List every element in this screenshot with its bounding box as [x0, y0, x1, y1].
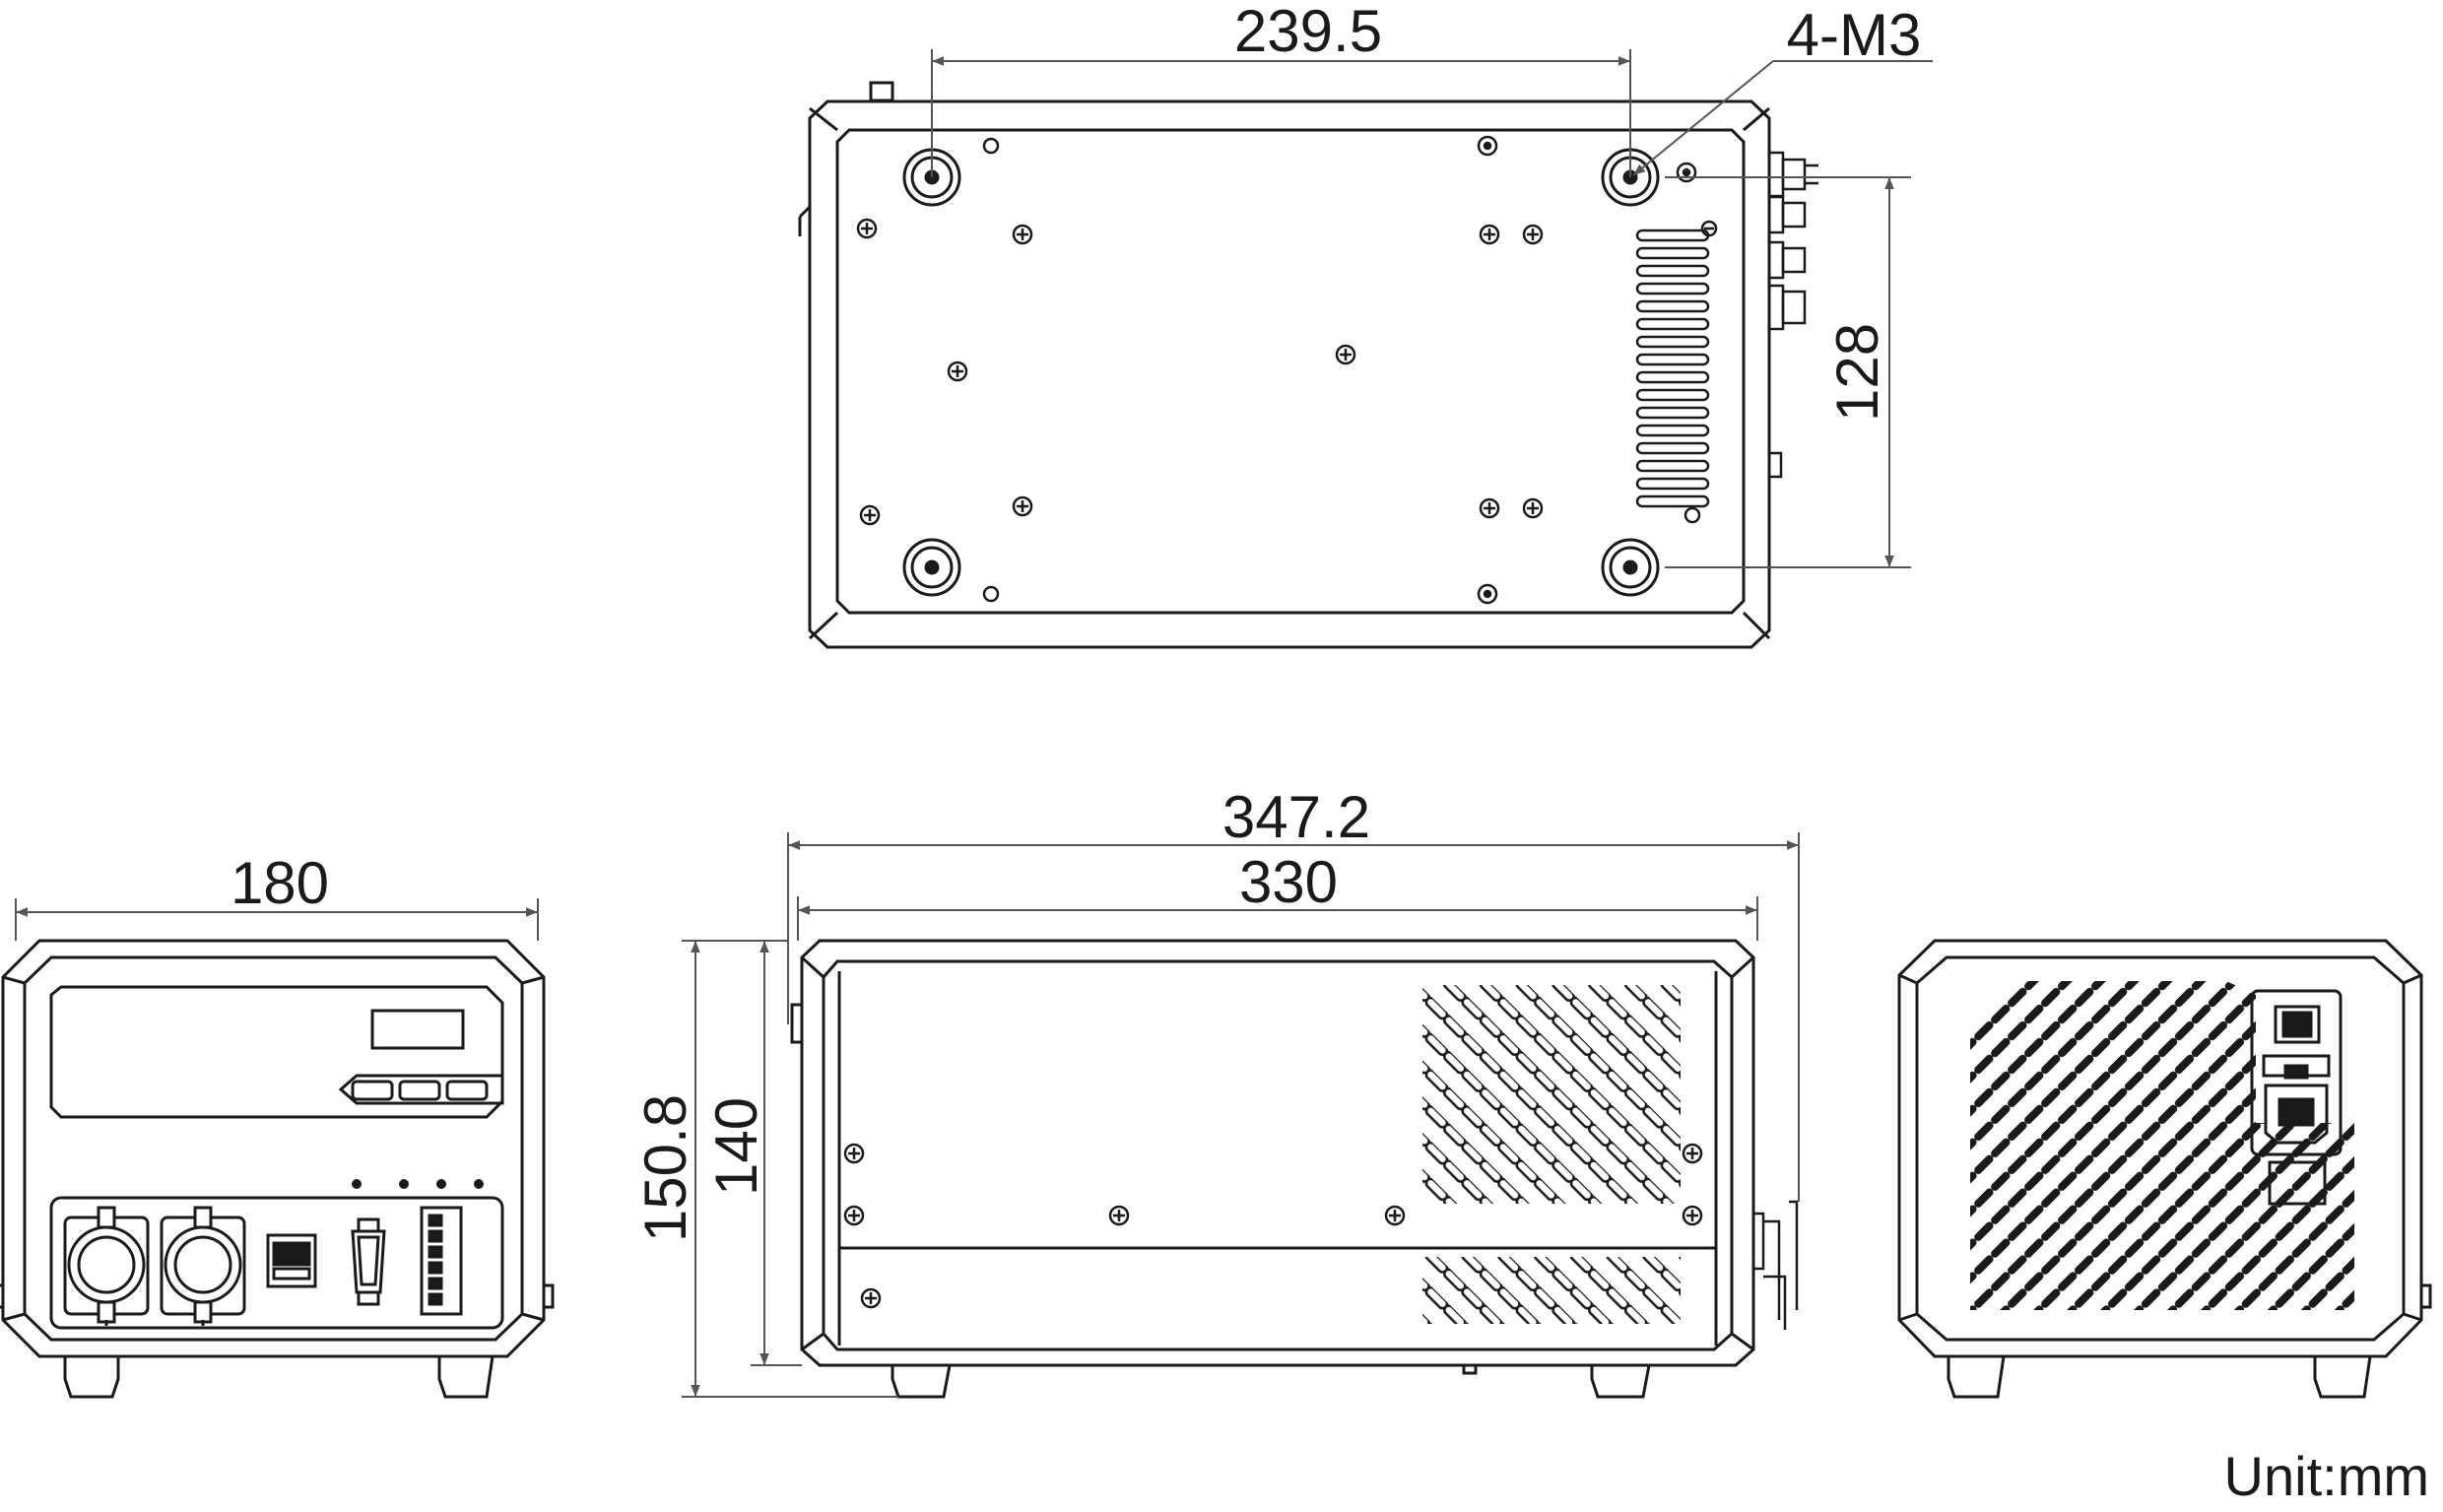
top-view-rear-connectors: [1767, 151, 1818, 479]
front-right-foot: [437, 1355, 495, 1399]
side-left-foot: [891, 1364, 952, 1399]
dim-side-body-height: [751, 940, 802, 1366]
terminal-block: [420, 1206, 463, 1316]
side-vent-lower: [1422, 1257, 1681, 1324]
mount-hole-bottom-right: [1601, 538, 1660, 597]
dim-side-body-length: [797, 896, 1758, 941]
rear-view: [1897, 939, 2432, 1399]
dim-side-overall-length-label: 347.2: [1222, 784, 1370, 850]
front-view-outline: [1, 939, 546, 1358]
front-indicator-leds: [352, 1179, 484, 1189]
side-vent-upper: [1422, 985, 1681, 1204]
front-buttons: [338, 1074, 504, 1105]
unit-label: Unit:mm: [2223, 1445, 2429, 1507]
rear-view-outline: [1897, 939, 2423, 1358]
rear-right-foot: [2313, 1355, 2372, 1399]
rear-left-foot: [1947, 1355, 2006, 1399]
top-view-screws: [856, 135, 1718, 605]
outlet-right: [160, 1206, 246, 1326]
ethernet-port: [266, 1233, 317, 1288]
screw-callout-label: 4-M3: [1787, 2, 1922, 68]
mount-hole-bottom-left: [902, 538, 961, 597]
dim-hole-spacing: [931, 49, 1631, 177]
power-module: [2250, 989, 2343, 1206]
side-right-foot: [1590, 1364, 1651, 1399]
dim-depth-spacing: [1665, 176, 1911, 568]
top-view-outline: [808, 99, 1771, 649]
outlet-left: [63, 1206, 150, 1326]
dim-front-width: [15, 898, 539, 941]
serial-port: [351, 1217, 386, 1306]
side-rear-connector: [1751, 1200, 1799, 1330]
dim-front-width-label: 180: [231, 850, 329, 916]
dim-side-overall-length: [787, 832, 1800, 1202]
dim-hole-spacing-label: 239.5: [1234, 0, 1382, 64]
front-view: 180: [0, 850, 555, 1399]
front-display-panel: [49, 985, 504, 1119]
front-display-window: [370, 1009, 465, 1050]
top-view-vent: [1635, 229, 1710, 508]
screw-callout-leader: [1632, 60, 1933, 176]
top-view: 239.5 4-M3 128: [798, 0, 1933, 649]
dim-side-overall-height-label: 150.8: [632, 1094, 698, 1242]
side-view: 347.2 330 150.8 140: [632, 784, 1800, 1399]
front-left-foot: [63, 1356, 120, 1399]
dim-side-body-length-label: 330: [1239, 849, 1338, 915]
side-view-outline: [800, 939, 1755, 1367]
front-io-panel: [49, 1196, 504, 1330]
dim-side-body-height-label: 140: [703, 1097, 769, 1196]
rear-fan-grille: [1970, 981, 2354, 1310]
dim-depth-spacing-label: 128: [1824, 323, 1890, 422]
top-view-inner-panel: [835, 128, 1746, 615]
side-view-screws: [843, 1143, 1703, 1309]
